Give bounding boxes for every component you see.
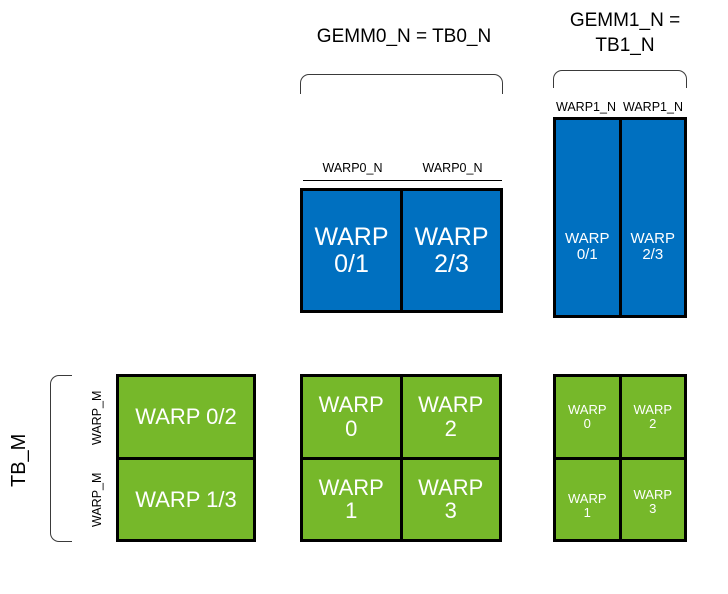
gemm1-col-label-0: WARP1_N [556,100,616,114]
gemm1-vertical-separator [618,120,622,315]
gemm0-brace [300,74,503,94]
left-cell-warp13[interactable]: WARP 1/3 [119,459,253,539]
gemm1-title: GEMM1_N = TB1_N [569,10,681,56]
right-cell-warp0[interactable]: WARP 0 [556,377,619,457]
right-vertical-separator-top [618,377,622,457]
middle-cell-warp0[interactable]: WARP 0 [303,377,400,457]
gemm1-cell-warp23[interactable]: WARP 2/3 [621,120,684,315]
gemm1-cell-warp01[interactable]: WARP 0/1 [556,120,619,315]
gemm1-col-label-1: WARP1_N [623,100,683,114]
right-bottom-block: WARP 0 WARP 2 WARP 1 WARP 3 [553,374,687,542]
middle-vertical-separator-bottom [399,459,403,539]
right-vertical-separator-bottom [618,459,622,539]
tb-m-axis-label: TB_M [8,433,30,487]
middle-cell-warp3[interactable]: WARP 3 [402,459,499,539]
middle-cell-warp2[interactable]: WARP 2 [402,377,499,457]
tb-m-brace [50,375,72,542]
middle-row-top: WARP 0 WARP 2 [303,377,499,457]
middle-bottom-block: WARP 0 WARP 2 WARP 1 WARP 3 [300,374,502,542]
gemm0-cell-warp01[interactable]: WARP 0/1 [303,191,400,310]
right-row-top: WARP 0 WARP 2 [556,377,684,457]
middle-cell-warp1[interactable]: WARP 1 [303,459,400,539]
right-cell-warp3[interactable]: WARP 3 [621,459,684,539]
gemm0-vertical-separator [400,191,403,310]
gemm0-top-block: WARP 0/1 WARP 2/3 [300,188,503,313]
middle-row-bottom: WARP 1 WARP 3 [303,459,499,539]
right-cell-warp1[interactable]: WARP 1 [556,459,619,539]
right-cell-warp2[interactable]: WARP 2 [621,377,684,457]
middle-horizontal-separator [303,456,499,460]
right-horizontal-separator [556,456,684,460]
gemm0-col-label-0: WARP0_N [322,161,383,175]
gemm1-top-block: WARP 0/1 WARP 2/3 [553,117,687,318]
right-row-bottom: WARP 1 WARP 3 [556,459,684,539]
gemm0-cell-warp23[interactable]: WARP 2/3 [403,191,500,310]
left-horizontal-separator [119,456,253,460]
gemm0-col-label-1: WARP0_N [422,161,483,175]
middle-vertical-separator-top [399,377,403,457]
warp-m-label-0: WARP_M [90,390,104,446]
warp-m-label-1: WARP_M [90,472,104,528]
left-bottom-block: WARP 0/2 WARP 1/3 [116,374,256,542]
left-cell-warp02[interactable]: WARP 0/2 [119,377,253,457]
gemm1-brace [553,70,687,88]
gemm0-col-label-rule [303,180,502,181]
gemm0-title: GEMM0_N = TB0_N [316,26,492,47]
